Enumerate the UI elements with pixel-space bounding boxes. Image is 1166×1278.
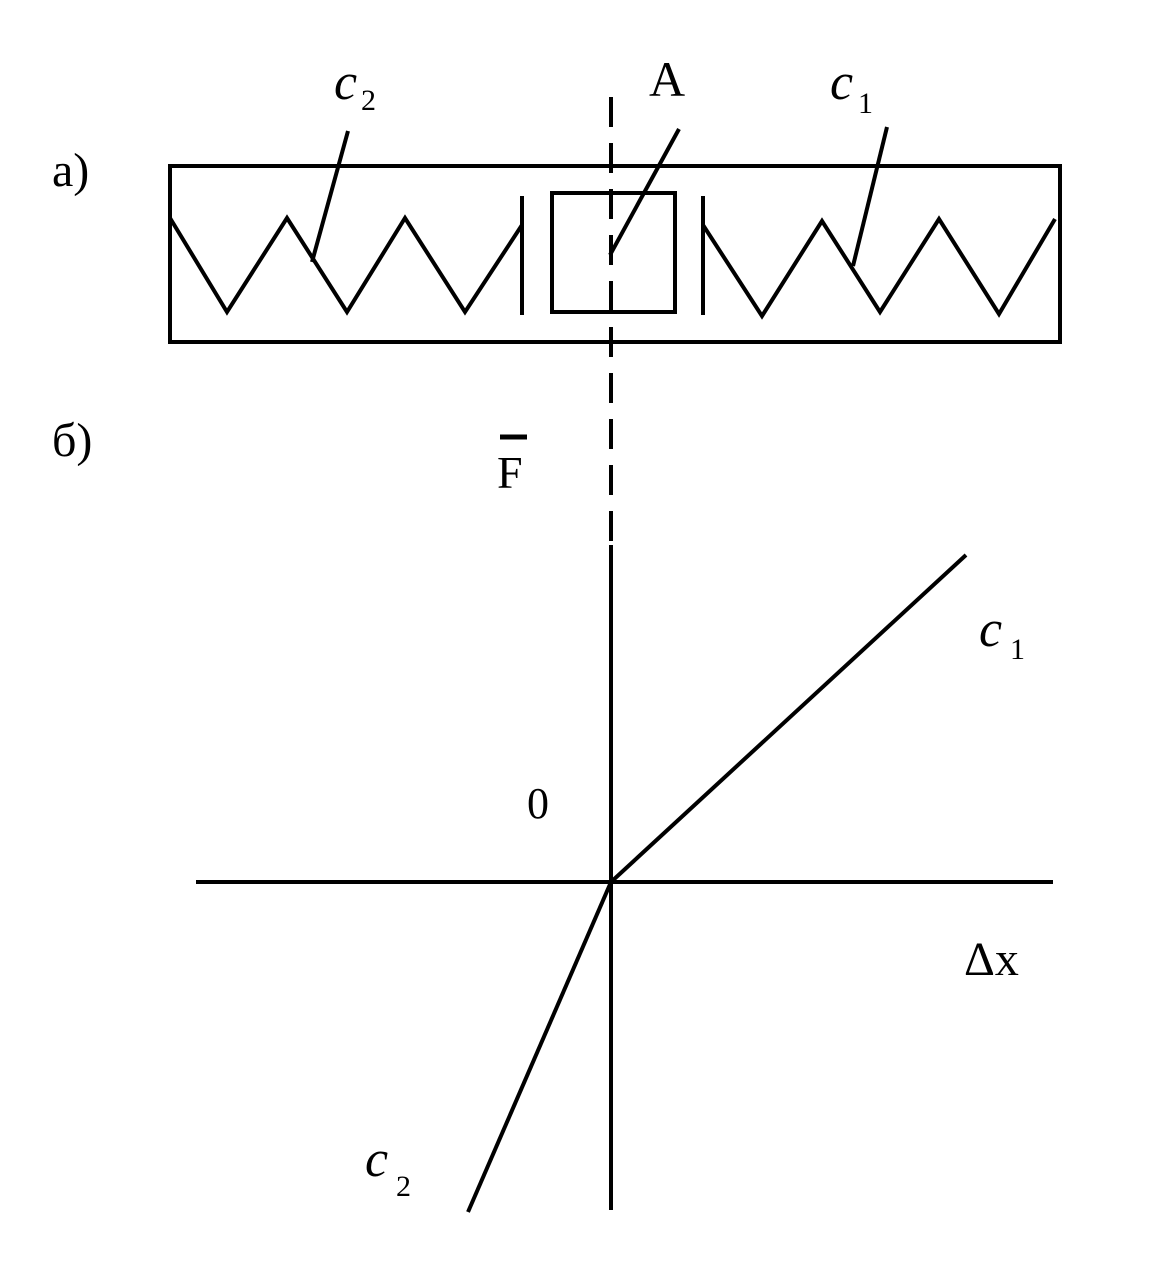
part-a-label: а) — [52, 144, 89, 197]
part-a-schematic — [168, 126, 1062, 344]
leader-line-a — [608, 128, 681, 256]
part-b-label: б) — [52, 414, 92, 467]
x-axis-label: Δx — [964, 933, 1019, 986]
y-axis-label: F — [497, 447, 523, 498]
line-c2 — [466, 881, 613, 1213]
spring-right-label: c — [830, 54, 853, 111]
part-b-graph — [196, 434, 1053, 1213]
origin-label: 0 — [527, 779, 549, 828]
housing-frame — [168, 164, 1062, 344]
spring-right — [701, 215, 1057, 320]
spring-right-subscript: 1 — [858, 87, 873, 120]
spring-left — [168, 214, 524, 316]
mass-label: A — [649, 51, 685, 107]
mass-block — [550, 191, 677, 314]
spring-left-label: c — [334, 54, 357, 111]
line-c1 — [609, 553, 968, 884]
line-c1-subscript: 1 — [1010, 633, 1025, 666]
line-c1-label: c — [979, 601, 1002, 658]
line-c2-label: c — [365, 1131, 388, 1188]
leader-line-c2 — [310, 130, 350, 263]
line-c2-subscript: 2 — [396, 1170, 411, 1203]
leader-line-c1 — [851, 126, 889, 267]
spring-left-subscript: 2 — [361, 84, 376, 117]
